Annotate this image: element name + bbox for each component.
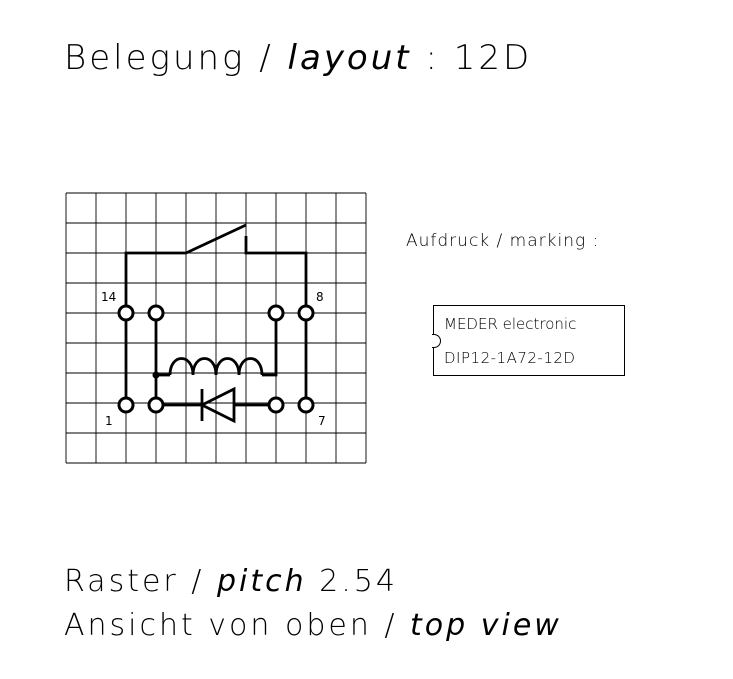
pin1-notch xyxy=(432,334,441,348)
marking-label: Aufdruck / marking : xyxy=(406,231,600,251)
pin-label-1: 1 xyxy=(105,414,113,428)
pin-label-14: 14 xyxy=(101,290,116,304)
switch-wire-right xyxy=(244,236,308,313)
view-prefix: Ansicht von oben / xyxy=(64,608,398,643)
switch-wire-left xyxy=(124,251,186,313)
pitch-caption: Raster / pitch 2.54 xyxy=(64,564,398,599)
title-suffix: : 12D xyxy=(425,38,533,78)
pin-label-8: 8 xyxy=(316,290,324,304)
pin-pads xyxy=(117,304,315,414)
junction-dot xyxy=(152,371,160,379)
diode-triangle xyxy=(198,386,236,424)
pad-pin-7 xyxy=(297,396,315,414)
view-caption: Ansicht von oben / top view xyxy=(64,608,562,643)
view-italic: top view xyxy=(410,608,562,643)
pin-label-7: 7 xyxy=(318,414,326,428)
pad-pin-1 xyxy=(117,396,135,414)
coil-wire-right xyxy=(262,313,278,377)
diagram-title: Belegung / layout : 12D xyxy=(64,38,532,78)
pad-pin-9 xyxy=(267,304,285,322)
pad-pin-2 xyxy=(147,396,165,414)
pad-pin-14 xyxy=(117,304,135,322)
pitch-prefix: Raster / xyxy=(64,564,205,599)
pitch-italic: pitch xyxy=(216,564,307,599)
title-italic: layout xyxy=(287,38,412,78)
coil-winding xyxy=(168,357,264,376)
pitch-value: 2.54 xyxy=(319,564,398,599)
switch-contact-arm xyxy=(185,223,247,255)
title-prefix: Belegung / xyxy=(64,38,274,78)
marking-manufacturer: MEDER electronic xyxy=(444,315,577,333)
pad-pin-6 xyxy=(267,396,285,414)
pad-pin-8 xyxy=(297,304,315,322)
marking-part-number: DIP12-1A72-12D xyxy=(444,349,576,367)
pad-pin-13 xyxy=(147,304,165,322)
marking-box: MEDER electronic DIP12-1A72-12D xyxy=(432,305,625,376)
